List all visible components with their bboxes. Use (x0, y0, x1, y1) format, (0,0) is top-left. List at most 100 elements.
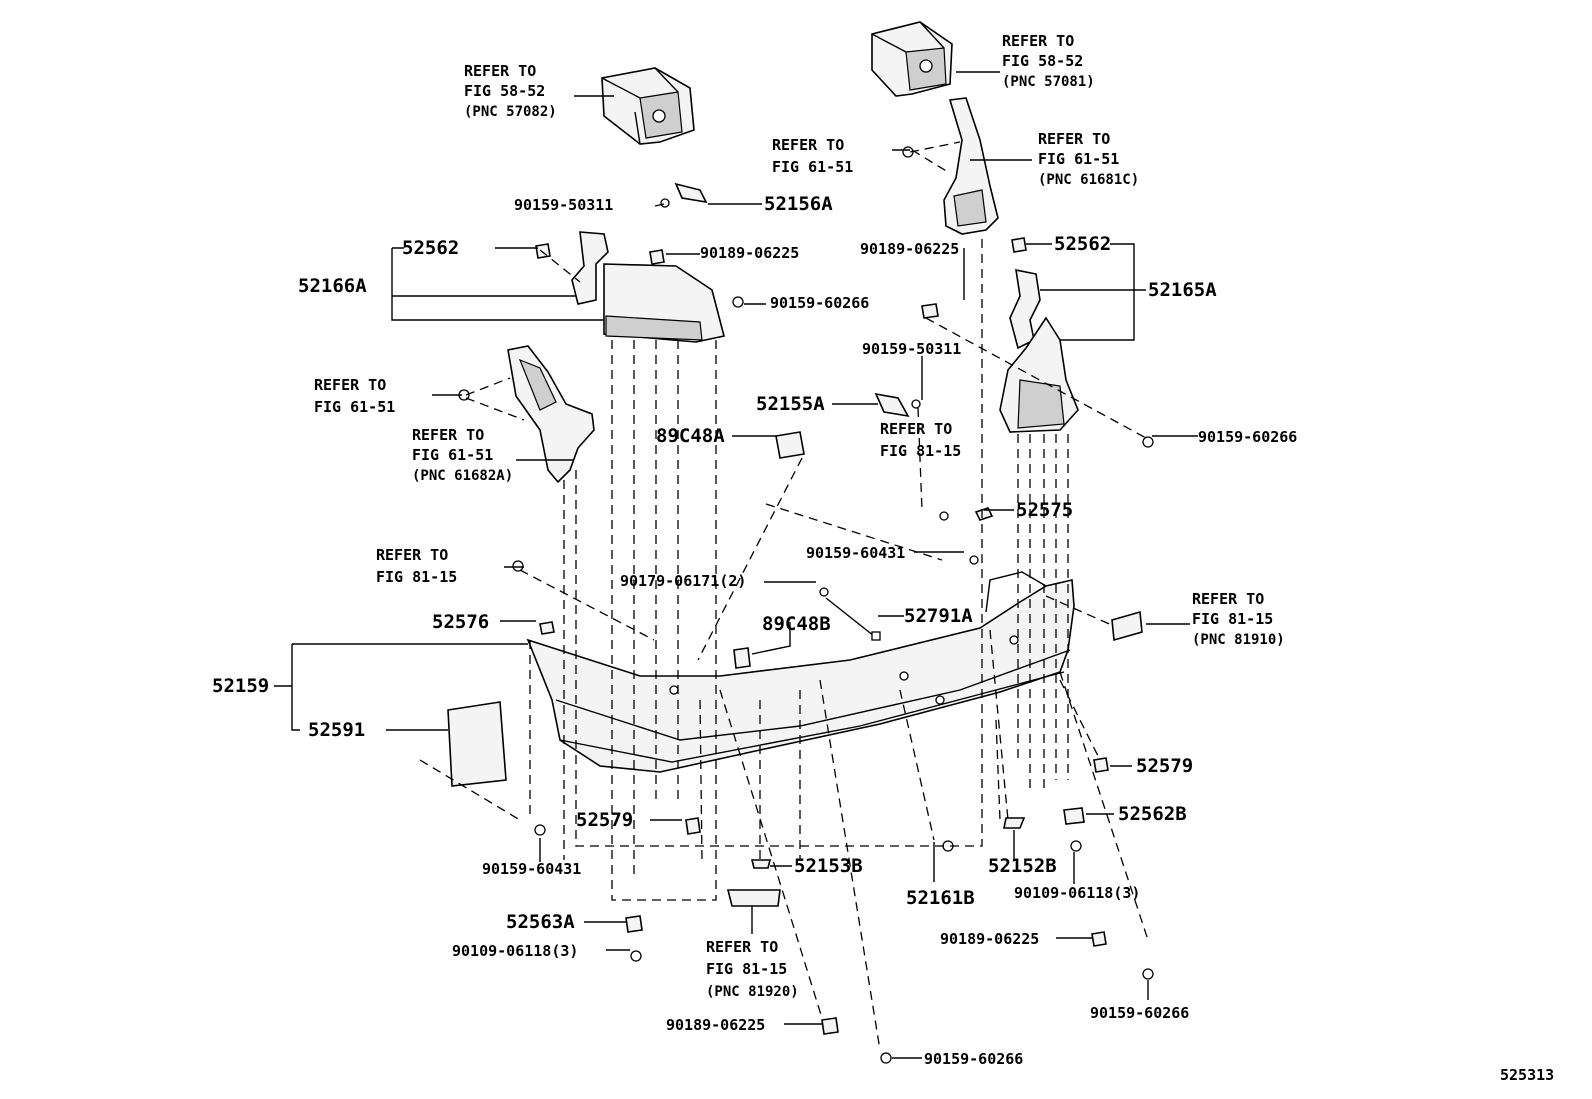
stay-52791A-drawing (825, 597, 881, 641)
part-number-90159-60266-upper-left[interactable]: 90159-60266 (770, 294, 869, 312)
part-number-52161B[interactable]: 52161B (906, 887, 975, 909)
callout-line: REFER TO (880, 420, 952, 438)
callout-line: 90159-60431 (482, 860, 581, 878)
part-number-90109-06118-left[interactable]: 90109-06118(3) (452, 942, 578, 960)
part-number-90189-06225-lower-right[interactable]: 90189-06225 (940, 930, 1039, 948)
rear-mudguard-left-drawing (507, 345, 595, 484)
side-retainer-52165A-drawing (999, 268, 1079, 433)
callout-line: 52576 (432, 611, 489, 633)
part-number-90179-06171[interactable]: 90179-06171(2) (620, 572, 746, 590)
diagram-id: 525313 (1500, 1066, 1554, 1084)
callout-line: 52153B (794, 855, 863, 877)
callout-line: 90159-50311 (862, 340, 961, 358)
part-number-89C48A[interactable]: 89C48A (656, 425, 725, 447)
callout-refer-fig-61-51-upper-left[interactable]: REFER TO FIG 61-51 (772, 136, 853, 176)
callout-line: 90159-60266 (1198, 428, 1297, 446)
callout-line: REFER TO (772, 136, 844, 154)
part-number-90159-50311-middle[interactable]: 90159-50311 (862, 340, 961, 358)
callout-line: 89C48A (656, 425, 725, 447)
callout-line: FIG 81-15 (376, 568, 457, 586)
part-number-52153B[interactable]: 52153B (794, 855, 863, 877)
callout-line: 52562 (1054, 233, 1111, 255)
callout-line: REFER TO (706, 938, 778, 956)
callout-line: 52579 (576, 809, 633, 831)
callout-refer-fig-81-15-pnc-81920[interactable]: REFER TO FIG 81-15 (PNC 81920) (706, 938, 799, 1000)
part-number-52563A[interactable]: 52563A (506, 911, 575, 933)
callout-line: FIG 58-52 (1002, 52, 1083, 70)
callout-line: (PNC 81920) (706, 984, 799, 1000)
callout-line: 90159-60266 (924, 1050, 1023, 1068)
part-number-90189-06225-upper-left[interactable]: 90189-06225 (700, 244, 799, 262)
part-number-52165A[interactable]: 52165A (1148, 279, 1217, 301)
callout-line: 90109-06118(3) (1014, 884, 1140, 902)
part-number-90189-06225-lower-left[interactable]: 90189-06225 (666, 1016, 765, 1034)
part-number-90159-60266-lower-right[interactable]: 90159-60266 (1090, 1004, 1189, 1022)
part-number-52562-left[interactable]: 52562 (402, 237, 459, 259)
callout-refer-fig-81-15-middle[interactable]: REFER TO FIG 81-15 (880, 420, 961, 460)
rear-bumper-bracket-left-drawing (601, 67, 695, 145)
part-number-52576[interactable]: 52576 (432, 611, 489, 633)
callout-line: FIG 61-51 (412, 446, 493, 464)
callout-line: FIG 61-51 (314, 398, 395, 416)
leader-lines (274, 71, 1198, 1059)
part-number-52159[interactable]: 52159 (212, 675, 269, 697)
rear-bumper-bracket-right-drawing (871, 21, 953, 97)
part-number-90189-06225-upper-right[interactable]: 90189-06225 (860, 240, 959, 258)
retainer-52155A-drawing (874, 392, 910, 418)
callout-line: FIG 81-15 (880, 442, 961, 460)
part-number-90159-60266-lower-left[interactable]: 90159-60266 (924, 1050, 1023, 1068)
part-number-52579-right[interactable]: 52579 (1136, 755, 1193, 777)
callout-line: REFER TO (1002, 32, 1074, 50)
side-retainer-52166A-drawing (571, 231, 725, 343)
part-number-52156A[interactable]: 52156A (764, 193, 833, 215)
part-number-52152B[interactable]: 52152B (988, 855, 1057, 877)
part-number-90159-60431-lower[interactable]: 90159-60431 (482, 860, 581, 878)
part-number-52155A[interactable]: 52155A (756, 393, 825, 415)
bracket-89C48B-drawing (733, 647, 751, 669)
part-number-52562B[interactable]: 52562B (1118, 803, 1187, 825)
callout-line: 52155A (756, 393, 825, 415)
alignment-dashed-lines (419, 141, 1149, 1051)
callout-line: 52152B (988, 855, 1057, 877)
callout-line: (PNC 57081) (1002, 74, 1095, 90)
callout-line: FIG 61-51 (772, 158, 853, 176)
reflector-81920-drawing (726, 889, 781, 907)
callout-line: REFER TO (464, 62, 536, 80)
rear-mudguard-right-drawing (943, 97, 999, 235)
callout-line: (PNC 61682A) (412, 468, 513, 484)
callout-line: (PNC 57082) (464, 104, 557, 120)
callout-line: 90189-06225 (700, 244, 799, 262)
bracket-89C48A-drawing (775, 431, 805, 459)
callout-line: 52791A (904, 605, 973, 627)
callout-line: 90189-06225 (860, 240, 959, 258)
part-number-52166A[interactable]: 52166A (298, 275, 367, 297)
bumper-cover-52159-drawing (526, 571, 1075, 773)
callout-line: 52165A (1148, 279, 1217, 301)
callout-line: FIG 81-15 (706, 960, 787, 978)
part-number-52562-right[interactable]: 52562 (1054, 233, 1111, 255)
part-number-90159-50311-upper[interactable]: 90159-50311 (514, 196, 613, 214)
callout-refer-fig-58-52-right[interactable]: REFER TO FIG 58-52 (PNC 57081) (1002, 32, 1095, 90)
part-number-52575[interactable]: 52575 (1016, 499, 1073, 521)
callout-line: 90189-06225 (666, 1016, 765, 1034)
callout-line: 52579 (1136, 755, 1193, 777)
part-number-89C48B[interactable]: 89C48B (762, 613, 831, 635)
callout-line: 90189-06225 (940, 930, 1039, 948)
callout-line: 90159-60266 (770, 294, 869, 312)
part-number-52579-left[interactable]: 52579 (576, 809, 633, 831)
part-number-90159-60266-right[interactable]: 90159-60266 (1198, 428, 1297, 446)
part-number-52591[interactable]: 52591 (308, 719, 365, 741)
part-number-90109-06118-right[interactable]: 90109-06118(3) (1014, 884, 1140, 902)
part-number-90159-60431-upper[interactable]: 90159-60431 (806, 544, 905, 562)
part-number-52791A[interactable]: 52791A (904, 605, 973, 627)
callout-line: 52563A (506, 911, 575, 933)
callout-line: 52562 (402, 237, 459, 259)
